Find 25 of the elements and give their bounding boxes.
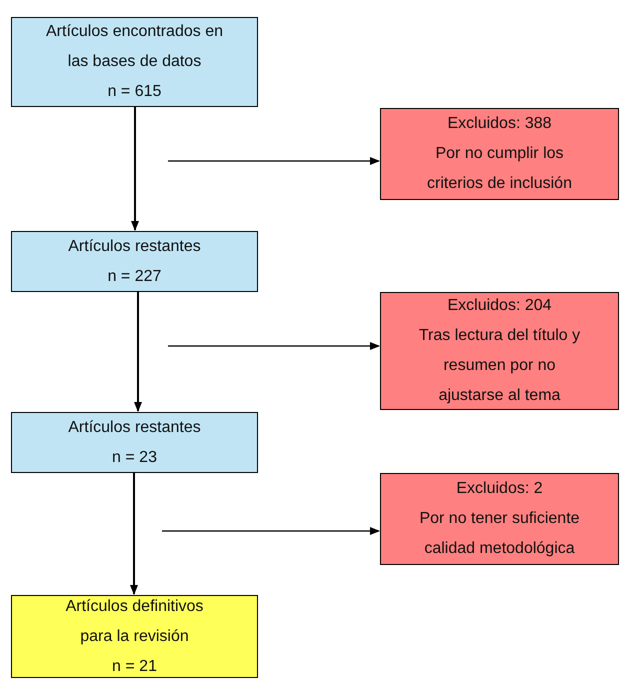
box-text: Por no cumplir los criterios de inclusión	[426, 144, 573, 194]
box-heading: Excluidos: 388	[447, 114, 552, 134]
arrow	[168, 342, 380, 350]
exclusion-box	[380, 292, 619, 410]
box-heading: Excluidos: 2	[456, 479, 543, 499]
box-text: Tras lectura del título y resumen por no ajustarse al tema	[418, 326, 582, 406]
box-text: n = 615	[108, 82, 162, 102]
arrow	[134, 292, 142, 412]
arrow	[131, 107, 139, 231]
exclusion-box	[380, 473, 619, 565]
arrow	[162, 527, 380, 535]
box-heading: Excluidos: 204	[447, 296, 552, 316]
box-heading: Artículos restantes	[68, 236, 201, 256]
box-text: n = 227	[108, 266, 162, 286]
arrow	[130, 473, 138, 595]
box-text: n = 21	[112, 656, 157, 676]
exclusion-box	[380, 108, 619, 200]
box-heading: Artículos restantes	[68, 418, 201, 438]
process-box	[11, 412, 258, 473]
arrow	[168, 157, 380, 165]
box-text: Por no tener suficiente calidad metodológica	[418, 509, 581, 559]
process-box	[11, 17, 258, 107]
process-box	[11, 231, 258, 292]
process-box	[11, 595, 258, 678]
box-text: n = 23	[112, 448, 157, 468]
